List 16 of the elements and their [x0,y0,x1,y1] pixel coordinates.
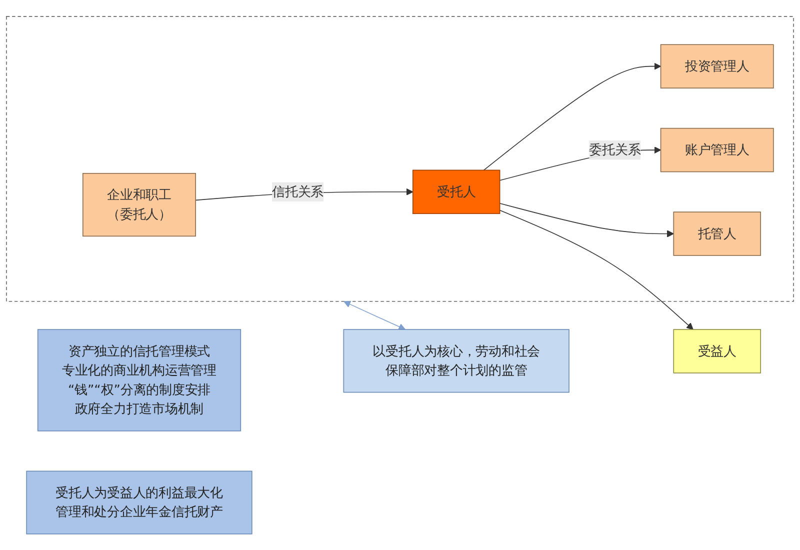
arrow [344,300,406,330]
node-box: 企业和职工 （委托人） [82,172,196,236]
cluster [6,16,794,302]
node-box: 资产独立的信托管理模式 专业化的商业机构运营管理 “钱”“权”分离的制度安排 政府全力打造市场机制 [37,328,242,432]
node-box: 托管人 [673,211,761,256]
node-box: 受托人 [412,170,500,214]
node-box: 账户管理人 [660,128,774,172]
node-box: 以受托人为核心，劳动和社会保障部对整个计划的监管 [343,328,570,392]
node-box: 受托人为受益人的利益最大化管理和处分企业年金信托财产 [26,470,252,534]
node-box: 受益人 [673,328,761,374]
arrow [483,62,662,170]
node-box: 投资管理人 [660,44,774,88]
arrow [499,202,674,238]
edge-label: 委托关系 [589,142,641,158]
edge-label: 信托关系 [272,184,324,199]
arrow [499,210,694,330]
